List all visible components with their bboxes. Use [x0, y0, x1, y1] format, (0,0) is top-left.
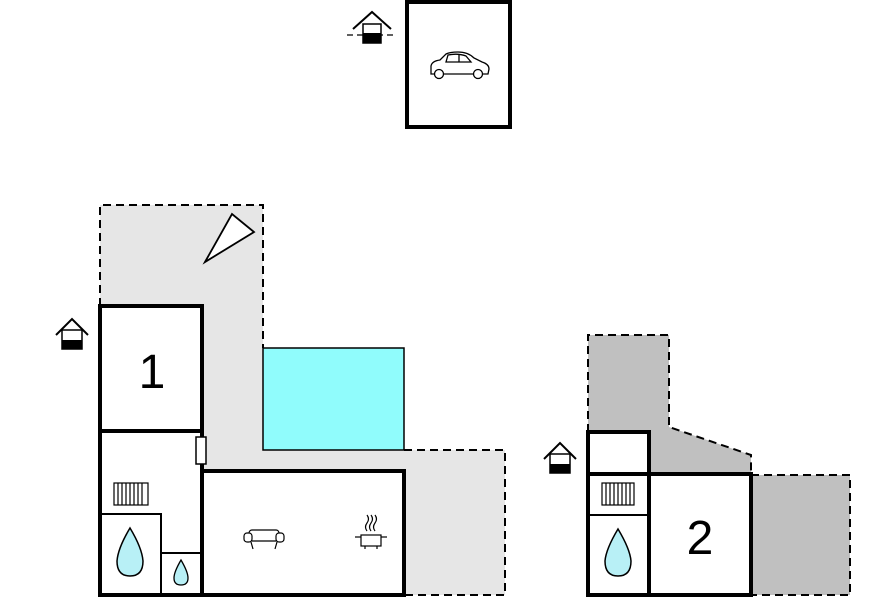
pool	[262, 347, 405, 451]
house-entrance-icon	[543, 441, 577, 474]
house-2: 2	[543, 334, 851, 597]
north-arrow-icon	[202, 212, 256, 265]
shower-icon	[116, 526, 144, 577]
terrace-house-2-side	[751, 475, 850, 595]
room-number-2: 2	[687, 512, 714, 565]
terrace-house-2	[588, 335, 751, 474]
toilet-icon	[173, 558, 189, 586]
radiator-icon	[601, 482, 635, 506]
cooking-pot-icon	[355, 514, 387, 549]
sofa-icon	[243, 529, 285, 550]
car-icon	[430, 51, 490, 80]
shower-icon	[604, 527, 632, 577]
house-entrance-icon	[55, 317, 89, 350]
house-1: 1	[55, 204, 506, 597]
house-entrance-icon	[347, 10, 397, 44]
garage	[347, 0, 512, 129]
room-number-1: 1	[139, 346, 166, 399]
radiator-icon	[113, 482, 149, 506]
